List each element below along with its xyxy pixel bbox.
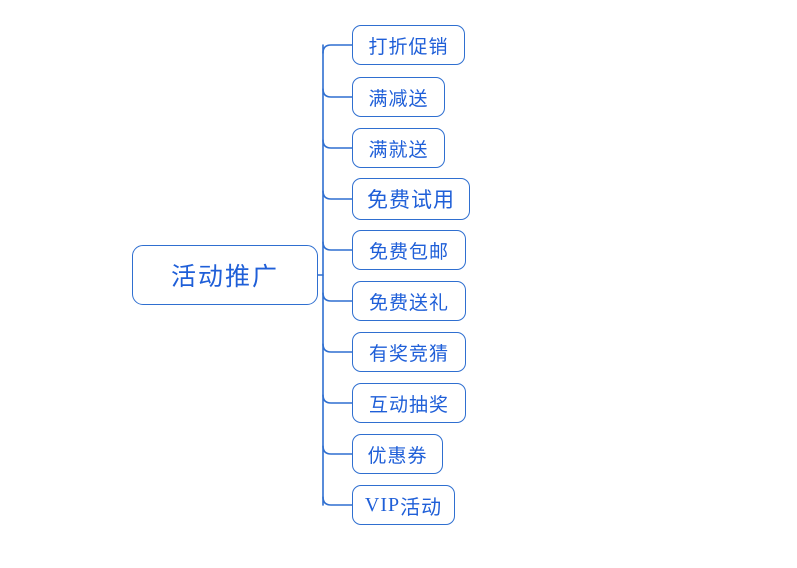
connector-branch-7 — [322, 343, 353, 353]
connector-branch-6 — [322, 292, 353, 302]
child-node-2[interactable]: 满减送 — [352, 77, 445, 117]
child-node-6[interactable]: 免费送礼 — [352, 281, 466, 321]
node-label-cjk-part: 活动 — [400, 496, 443, 519]
connector-branch-8 — [322, 394, 353, 404]
connector-branch-4 — [322, 190, 353, 200]
child-node-8[interactable]: 互动抽奖 — [352, 383, 466, 423]
child-node-3[interactable]: 满就送 — [352, 128, 445, 168]
connector-branch-2 — [322, 88, 353, 98]
child-node-4[interactable]: 免费试用 — [352, 178, 470, 220]
root-node[interactable]: 活动推广 — [132, 245, 318, 305]
child-node-5[interactable]: 免费包邮 — [352, 230, 466, 270]
connector-branch-3 — [322, 139, 353, 149]
connector-branch-10 — [322, 496, 353, 506]
connector-branch-5 — [322, 241, 353, 251]
connector-branch-9 — [322, 445, 353, 455]
child-node-1[interactable]: 打折促销 — [352, 25, 465, 65]
child-node-9[interactable]: 优惠券 — [352, 434, 443, 474]
child-node-7[interactable]: 有奖竞猜 — [352, 332, 466, 372]
connector-branch-1 — [322, 44, 353, 54]
node-label-latin-part: VIP — [364, 493, 401, 516]
